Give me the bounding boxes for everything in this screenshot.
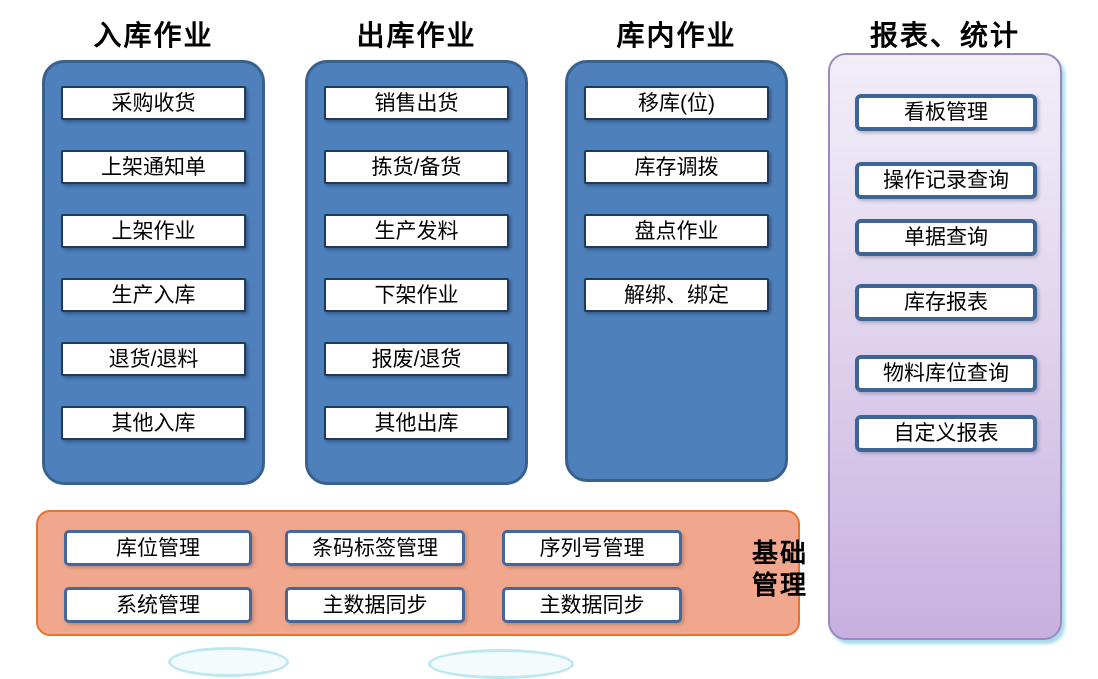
node-master-data-sync-2: 主数据同步 — [502, 587, 682, 623]
node-stocktaking-operation: 盘点作业 — [584, 214, 769, 248]
column-title-outbound-operations: 出库作业 — [356, 20, 477, 51]
node-serial-number-management: 序列号管理 — [502, 530, 682, 566]
node-material-location-query: 物料库位查询 — [855, 355, 1037, 392]
node-putaway-notice: 上架通知单 — [61, 150, 246, 184]
node-master-data-sync-1: 主数据同步 — [285, 587, 465, 623]
node-document-query: 单据查询 — [855, 219, 1037, 256]
base-management-label: 基础 管理 — [724, 538, 836, 601]
node-unbind-bind: 解绑、绑定 — [584, 278, 769, 312]
column-title-inbound-operations: 入库作业 — [93, 20, 214, 51]
node-kanban-management: 看板管理 — [855, 94, 1037, 131]
base-management-group-3: 序列号管理 主数据同步 — [502, 530, 682, 623]
base-management-group-1: 库位管理 系统管理 — [64, 530, 252, 623]
node-operation-log-query: 操作记录查询 — [855, 162, 1037, 199]
panel-reports-statistics: 看板管理 操作记录查询 单据查询 库存报表 物料库位查询 自定义报表 — [828, 53, 1062, 640]
clipped-shape-fragment-left — [168, 647, 289, 677]
base-management-label-line2: 管理 — [751, 569, 808, 600]
node-production-inbound: 生产入库 — [61, 278, 246, 312]
panel-inbound-operations: 采购收货 上架通知单 上架作业 生产入库 退货/退料 其他入库 — [42, 60, 265, 485]
node-sales-shipment: 销售出货 — [324, 86, 509, 120]
node-scrap-return: 报废/退货 — [324, 342, 509, 376]
panel-base-management: 库位管理 系统管理 条码标签管理 主数据同步 序列号管理 主数据同步 基础 管理 — [36, 510, 806, 636]
clipped-shape-fragment-right — [428, 649, 574, 679]
column-title-reports-statistics: 报表、统计 — [869, 20, 1020, 51]
node-inventory-allocation: 库存调拨 — [584, 150, 769, 184]
node-inventory-report: 库存报表 — [855, 284, 1037, 321]
column-title-in-warehouse-operations: 库内作业 — [616, 20, 737, 51]
base-management-group-2: 条码标签管理 主数据同步 — [285, 530, 465, 623]
node-other-inbound: 其他入库 — [61, 406, 246, 440]
node-barcode-label-management: 条码标签管理 — [285, 530, 465, 566]
node-production-issuing: 生产发料 — [324, 214, 509, 248]
node-return-goods-materials: 退货/退料 — [61, 342, 246, 376]
node-location-transfer: 移库(位) — [584, 86, 769, 120]
node-purchase-receiving: 采购收货 — [61, 86, 246, 120]
panel-outbound-operations: 销售出货 拣货/备货 生产发料 下架作业 报废/退货 其他出库 — [305, 60, 528, 485]
node-system-management: 系统管理 — [64, 587, 252, 623]
panel-in-warehouse-operations: 移库(位) 库存调拨 盘点作业 解绑、绑定 — [565, 60, 788, 482]
node-other-outbound: 其他出库 — [324, 406, 509, 440]
node-picking-staging: 拣货/备货 — [324, 150, 509, 184]
node-custom-report: 自定义报表 — [855, 415, 1037, 452]
node-putaway-operation: 上架作业 — [61, 214, 246, 248]
node-removal-operation: 下架作业 — [324, 278, 509, 312]
base-management-label-line1: 基础 — [751, 538, 808, 568]
node-location-management: 库位管理 — [64, 530, 252, 566]
